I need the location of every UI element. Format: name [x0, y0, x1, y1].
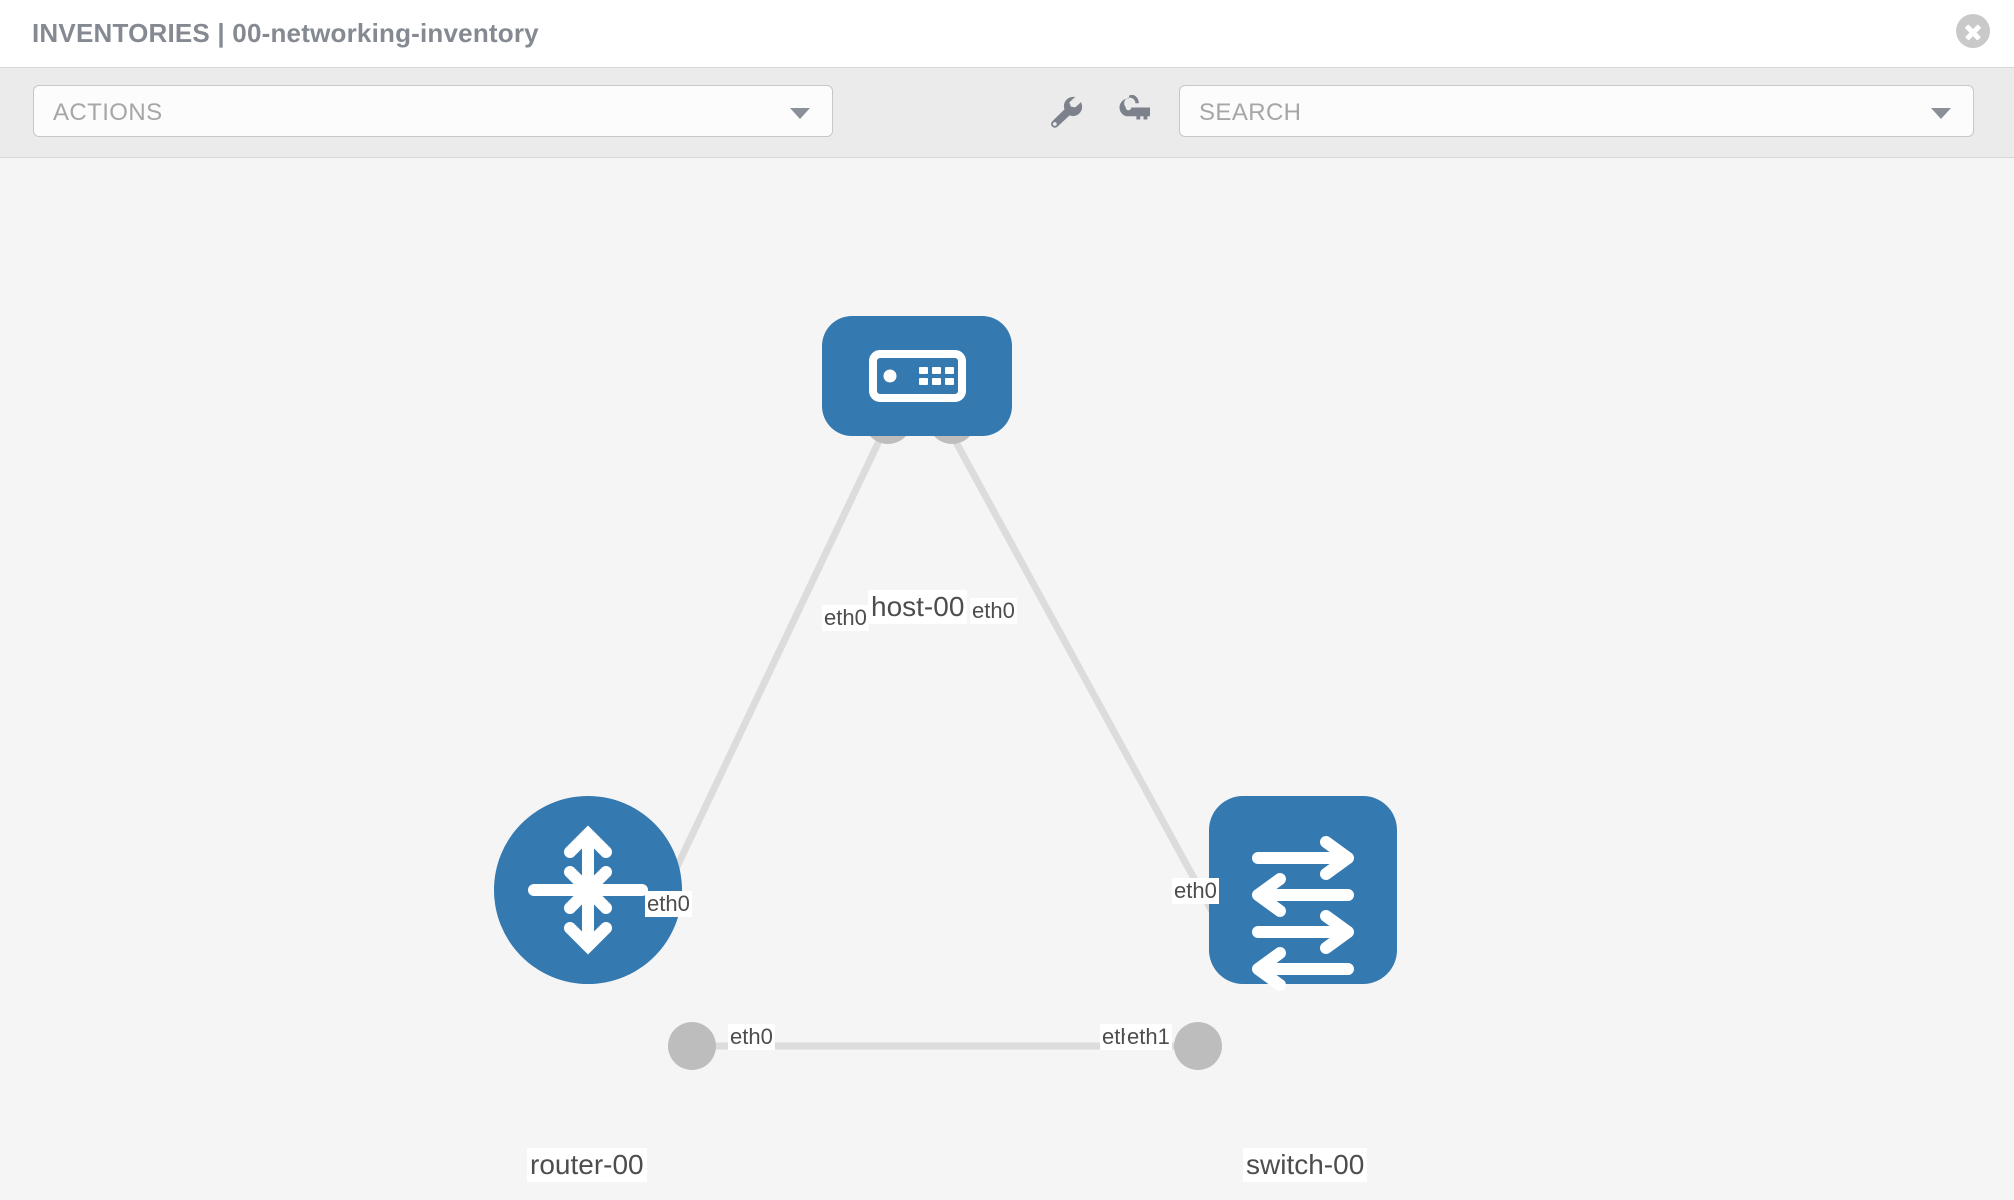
edge-label-host-left-eth: eth0	[822, 605, 869, 631]
edge-host-switch	[941, 420, 1236, 950]
chevron-down-icon	[1931, 108, 1951, 119]
node-host-00[interactable]	[822, 316, 1012, 436]
switch-arrows-icon	[1252, 836, 1354, 991]
close-icon[interactable]	[1956, 14, 1990, 48]
node-label-router-00: router-00	[527, 1148, 647, 1182]
endpoint-switch-left	[1174, 1022, 1222, 1070]
page-title: INVENTORIES | 00-networking-inventory	[32, 18, 539, 48]
node-label-switch-00: switch-00	[1243, 1148, 1368, 1182]
wrench-icon[interactable]	[1046, 95, 1086, 131]
page-header: INVENTORIES | 00-networking-inventory	[0, 0, 2014, 68]
router-arrows-icon	[528, 825, 648, 955]
search-input[interactable]: SEARCH	[1179, 85, 1974, 137]
edge-label-switch-up-eth: eth0	[1172, 878, 1219, 904]
node-label-host-00: host-00	[868, 590, 968, 624]
topology-graph	[494, 316, 1397, 1070]
edge-label-router-right-eth: eth0	[728, 1024, 775, 1050]
endpoint-router-right	[668, 1022, 716, 1070]
actions-dropdown-label: ACTIONS	[53, 99, 163, 126]
edge-label-host-right-eth: eth0	[970, 598, 1017, 624]
node-switch-00[interactable]	[1209, 796, 1397, 991]
topology-canvas[interactable]: eth0 eth0 eth0 eth0 eth0 eth0 eth1 host-…	[0, 158, 2014, 1200]
search-input-value: SEARCH	[1199, 99, 1302, 126]
edge-label-switch-left-eth1: eth1	[1125, 1024, 1172, 1050]
actions-dropdown[interactable]: ACTIONS	[33, 85, 833, 137]
key-icon[interactable]	[1114, 95, 1154, 131]
node-router-00[interactable]	[494, 796, 682, 984]
server-icon	[869, 350, 966, 402]
chevron-down-icon	[790, 108, 810, 119]
edge-label-router-up-eth: eth0	[645, 891, 692, 917]
